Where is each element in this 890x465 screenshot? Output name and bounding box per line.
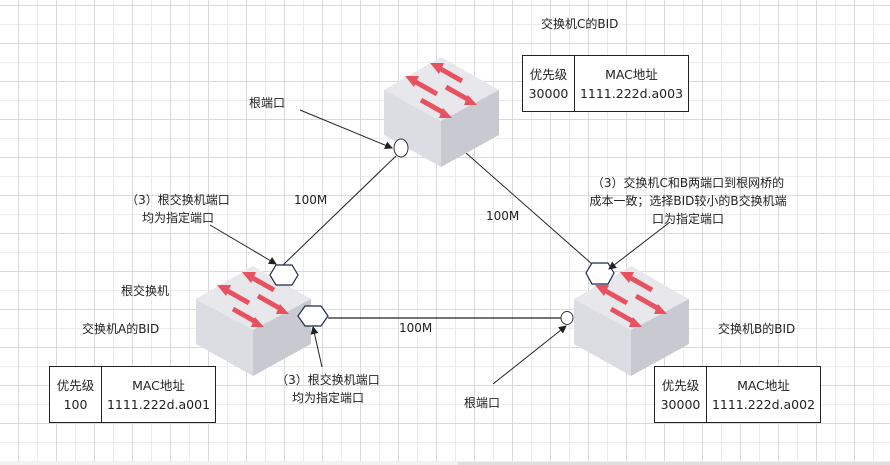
root-port-b-icon[interactable] bbox=[560, 311, 574, 325]
priority-cell: 优先级 30000 bbox=[523, 56, 575, 111]
root-designated-top-annotation: （3）根交换机端口 均为指定端口 bbox=[118, 191, 238, 227]
link-a-c bbox=[282, 155, 397, 266]
switch-c-bid-table: 优先级 30000 MAC地址 1111.222d.a003 bbox=[522, 55, 689, 112]
priority-header: 优先级 bbox=[661, 377, 700, 393]
link-c-b-label: 100M bbox=[486, 209, 520, 223]
switch-a-bid-title: 交换机A的BID bbox=[82, 322, 160, 336]
annotation-line: 成本一致；选择BID较小的B交换机端 bbox=[589, 194, 787, 208]
annotation-arrow-root-designated-bottom bbox=[310, 326, 323, 368]
horizontal-scrollbar-thumb[interactable] bbox=[458, 462, 890, 465]
switch-a-role-label: 根交换机 bbox=[121, 284, 170, 298]
priority-cell: 优先级 30000 bbox=[655, 367, 707, 422]
designated-port-a-b-icon[interactable] bbox=[297, 305, 329, 327]
switch-c-bid-title: 交换机C的BID bbox=[541, 17, 619, 31]
priority-header: 优先级 bbox=[529, 66, 568, 82]
switch-b-bid-title: 交换机B的BID bbox=[718, 322, 796, 336]
annotation-line: 均为指定端口 bbox=[291, 391, 364, 405]
mac-header: MAC地址 bbox=[132, 377, 185, 393]
mac-cell: MAC地址 1111.222d.a002 bbox=[707, 367, 820, 422]
horizontal-scrollbar-track[interactable] bbox=[0, 461, 890, 465]
annotation-arrow-root-designated-top bbox=[209, 224, 277, 265]
mac-value: 1111.222d.a002 bbox=[711, 396, 816, 412]
priority-value: 100 bbox=[63, 396, 88, 412]
switch-a-bid-table: 优先级 100 MAC地址 1111.222d.a001 bbox=[49, 366, 216, 423]
link-a-b-label: 100M bbox=[399, 321, 433, 335]
priority-value: 30000 bbox=[528, 85, 569, 101]
cb-designated-annotation: （3）交换机C和B两端口到根网桥的 成本一致；选择BID较小的B交换机端 口为指… bbox=[578, 174, 798, 228]
mac-cell: MAC地址 1111.222d.a003 bbox=[575, 56, 688, 111]
annotation-line: 口为指定端口 bbox=[651, 212, 724, 226]
switch-b-bid-table: 优先级 30000 MAC地址 1111.222d.a002 bbox=[654, 366, 821, 423]
mac-header: MAC地址 bbox=[605, 66, 658, 82]
priority-cell: 优先级 100 bbox=[50, 367, 102, 422]
priority-header: 优先级 bbox=[56, 377, 95, 393]
root-port-b-annotation: 根端口 bbox=[464, 396, 501, 410]
root-port-c-annotation: 根端口 bbox=[249, 96, 286, 110]
priority-value: 30000 bbox=[660, 396, 701, 412]
annotation-arrow-root-port-b bbox=[492, 325, 567, 385]
root-port-c-icon[interactable] bbox=[393, 138, 409, 158]
annotation-arrow-cb-designated bbox=[608, 221, 671, 270]
annotation-line: （3）根交换机端口 bbox=[276, 373, 380, 387]
designated-port-b-c-icon[interactable] bbox=[585, 262, 615, 285]
root-designated-bottom-annotation: （3）根交换机端口 均为指定端口 bbox=[268, 371, 388, 407]
annotation-arrow-root-port-c bbox=[299, 109, 393, 150]
annotation-line: 均为指定端口 bbox=[141, 211, 214, 225]
link-a-c-label: 100M bbox=[294, 193, 328, 207]
mac-value: 1111.222d.a003 bbox=[579, 85, 684, 101]
mac-cell: MAC地址 1111.222d.a001 bbox=[102, 367, 215, 422]
mac-header: MAC地址 bbox=[737, 377, 790, 393]
link-c-b bbox=[465, 152, 593, 265]
annotation-line: （3）交换机C和B两端口到根网桥的 bbox=[591, 176, 785, 190]
annotation-line: （3）根交换机端口 bbox=[126, 193, 230, 207]
mac-value: 1111.222d.a001 bbox=[106, 396, 211, 412]
designated-port-a-c-icon[interactable] bbox=[269, 264, 299, 286]
